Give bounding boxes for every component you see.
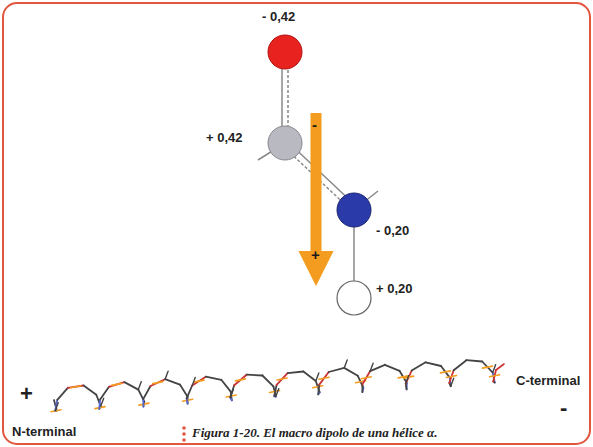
charge-label: + 0,20 (376, 282, 413, 296)
helix-bond (180, 385, 188, 397)
helix-bond (71, 386, 81, 388)
helix-bond (151, 379, 166, 386)
helix-bond (316, 373, 319, 381)
helix-bond (68, 386, 84, 388)
helix-bond (361, 384, 363, 392)
helix-bond (230, 385, 234, 397)
helix-bond (230, 390, 233, 398)
helix-bond (192, 378, 195, 386)
helix-bond (303, 372, 315, 382)
helix-bond (274, 385, 276, 396)
helix-bond (496, 364, 504, 370)
frame (3, 3, 590, 444)
helix-bond (370, 363, 373, 371)
helix-bond (319, 377, 329, 379)
figure-caption: Figura 1-20. El macro dipolo de una héli… (192, 426, 438, 440)
helix-bond (221, 380, 230, 392)
helix-bond (466, 360, 482, 361)
helix-bond (100, 387, 109, 400)
helix-bond (313, 386, 323, 388)
charge-label: - 0,20 (376, 224, 409, 238)
helix-bond (441, 366, 450, 378)
helix-bond (319, 372, 328, 385)
helix-bond (138, 382, 141, 390)
charge-label: + 0,42 (206, 131, 243, 145)
helix-bond (318, 385, 319, 395)
helix-bond (277, 378, 287, 380)
helix-bond (143, 386, 150, 399)
helix-bond (57, 388, 68, 400)
helix-bond (440, 371, 450, 373)
terminus-label: N-terminal (12, 425, 76, 439)
helix-bond (344, 360, 347, 368)
helix-bond (262, 376, 273, 387)
helix-bond (454, 360, 467, 370)
arrow-sign: + (311, 247, 320, 264)
helix-bond (288, 372, 304, 374)
arrow-sign: - (312, 117, 317, 134)
helix-bond (112, 383, 122, 385)
dipole-arrow (311, 113, 322, 258)
hydrogen-atom (337, 281, 371, 315)
helix-bond (277, 373, 288, 385)
helix-bond (84, 386, 97, 395)
helix-bond (482, 366, 492, 368)
helix-bond (247, 374, 263, 377)
caption-marker (182, 426, 186, 442)
bonds (258, 60, 378, 294)
nitrogen-atom (337, 193, 371, 227)
helix-bond (165, 371, 168, 379)
helix-bond (385, 365, 400, 371)
helix-bond (412, 362, 426, 370)
helix-bond (405, 384, 408, 390)
helix-bond (426, 362, 441, 366)
helix-bond (55, 400, 57, 411)
helix-bond (490, 375, 500, 377)
helix-bond (187, 386, 193, 399)
charge-label: - 0,42 (262, 10, 295, 24)
helix-bond (406, 376, 409, 384)
helix-bond (109, 382, 124, 387)
helix-bond (482, 362, 493, 373)
helix-bond (194, 380, 204, 382)
helix-bond (55, 403, 58, 411)
terminus-label: C-terminal (516, 374, 580, 388)
helix-bond (153, 382, 163, 384)
helix-bond (142, 399, 144, 406)
helix-bond (344, 368, 358, 376)
oxygen-atom (268, 35, 302, 69)
helix-bond (361, 377, 371, 379)
terminus-sign: - (560, 396, 567, 420)
helix-bond (98, 400, 101, 409)
helix-bond (192, 377, 206, 386)
helix-bond (124, 382, 138, 390)
carbon-atom (268, 126, 302, 160)
helix-bond (329, 368, 345, 372)
terminus-sign: + (20, 382, 33, 406)
helix-bond (234, 375, 246, 386)
helix-bond (235, 379, 245, 381)
helix-bond (165, 379, 180, 384)
helix-bond (447, 376, 457, 378)
helix-bond (206, 377, 222, 380)
